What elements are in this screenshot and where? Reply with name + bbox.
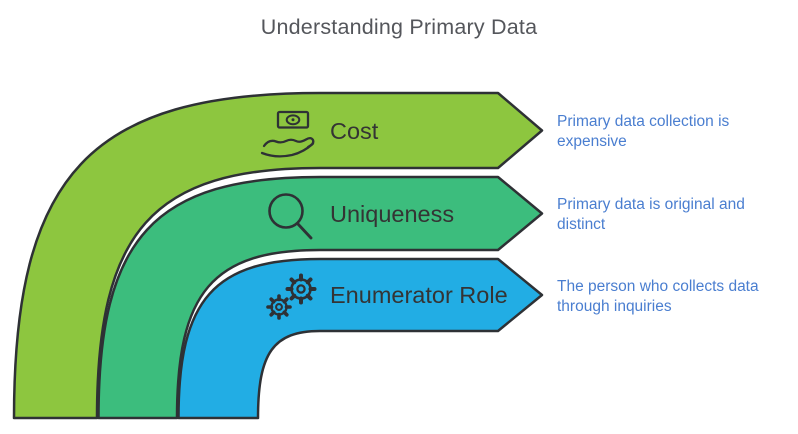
annotation-cost: Primary data collection is expensive — [557, 113, 730, 150]
band-enumerator-shape — [177, 257, 544, 420]
annotation-enumerator-role: The person who collects data through inq… — [557, 278, 759, 315]
band-label-cost: Cost — [330, 118, 379, 144]
band-uniqueness-shape — [97, 175, 544, 420]
gears-icon — [266, 273, 317, 320]
diagram-title: Understanding Primary Data — [260, 15, 538, 39]
band-label-enumerator-role: Enumerator Role — [330, 282, 508, 308]
band-cost-shape — [12, 91, 544, 420]
annotation-uniqueness: Primary data is original and distinct — [557, 196, 745, 233]
band-label-uniqueness: Uniqueness — [330, 201, 454, 227]
money-in-hand-icon — [260, 110, 315, 158]
magnifying-glass-icon — [268, 193, 313, 240]
